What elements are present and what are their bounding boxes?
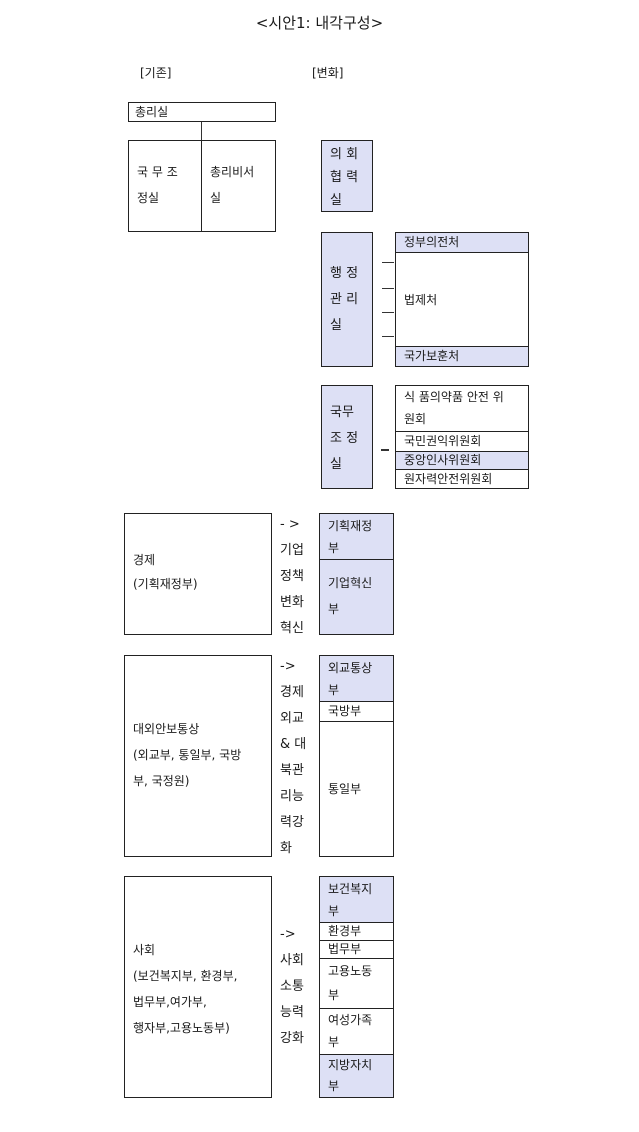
connector-line — [382, 312, 394, 313]
connector-line — [382, 336, 394, 337]
header-change: [변화] — [312, 66, 344, 80]
admin-item: 국가보훈처 — [396, 347, 528, 366]
header-current: [기존] — [140, 66, 172, 80]
social-item: 환경부 — [320, 923, 393, 941]
connector-line — [382, 288, 394, 289]
divider — [201, 141, 202, 231]
admin-item: 정부의전처 — [396, 233, 528, 253]
economy-box: 경제(기획재정부) — [124, 513, 272, 635]
coord-item: 국민권익위원회 — [396, 432, 528, 452]
connector-line — [382, 262, 394, 263]
foreign-item: 통일부 — [328, 782, 362, 796]
admin-item: 법제처 — [396, 253, 528, 347]
foreign-item: 국방부 — [320, 702, 393, 722]
admin-items-box: 정부의전처 법제처 국가보훈처 — [395, 232, 529, 367]
connector-line — [381, 449, 389, 451]
connector-line — [201, 122, 202, 140]
coord-item: 중앙인사위원회 — [396, 452, 528, 470]
social-item: 법무부 — [320, 941, 393, 959]
pm-office-box: 총리실 — [128, 102, 276, 122]
coord-item: 원자력안전위원회 — [404, 472, 493, 486]
page-title: <시안1: 내각구성> — [255, 14, 384, 32]
social-box: 사회(보건복지부, 환경부,법무부,여가부,행자부,고용노동부) — [124, 876, 272, 1098]
